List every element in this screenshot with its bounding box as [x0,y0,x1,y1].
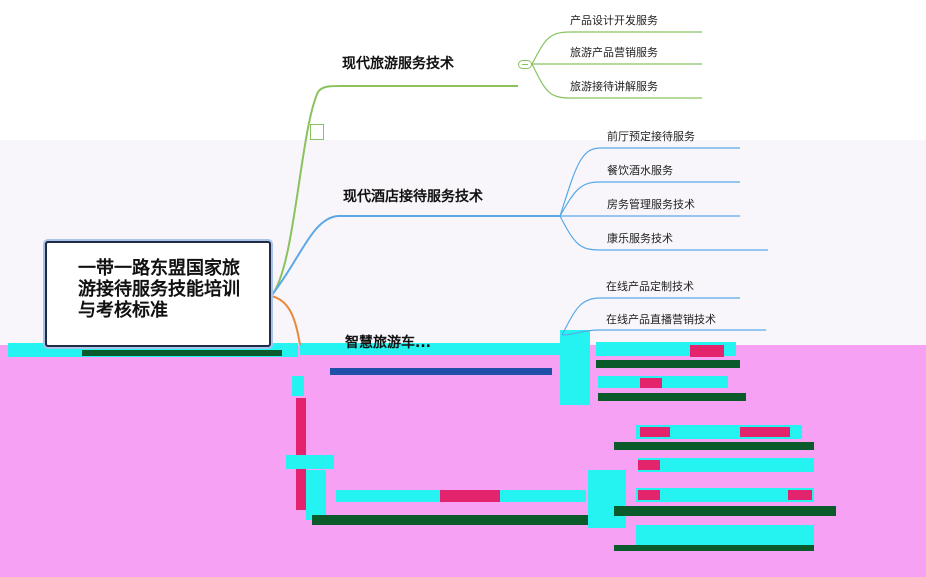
glitch-block [614,545,814,551]
glitch-block [640,378,662,388]
glitch-block [636,488,814,502]
glitch-block [690,345,724,357]
leaf-product-design[interactable]: 产品设计开发服务 [570,14,658,27]
connector-leaf-1-3 [531,63,702,99]
leaf-online-customization[interactable]: 在线产品定制技术 [606,280,694,293]
glitch-block [330,368,552,375]
glitch-block [638,490,660,500]
leaf-front-desk[interactable]: 前厅预定接待服务 [607,130,695,143]
connector-leaf-2-1 [559,147,740,217]
connector-leaf-2-4 [559,215,768,251]
glitch-block [440,490,500,502]
collapse-toggle-icon[interactable] [518,60,532,69]
connector-leaf-3-2 [561,329,766,336]
connector-branch-2 [270,215,560,297]
connector-branch-3 [270,295,301,346]
branch-label-modern-hotel[interactable]: 现代酒店接待服务技术 [343,189,483,205]
root-node[interactable] [45,241,271,347]
glitch-block [292,376,304,396]
glitch-block [596,360,740,368]
glitch-block [614,506,836,516]
glitch-block [598,376,728,388]
glitch-block [306,470,326,520]
glitch-block [560,330,590,405]
glitch-block [640,427,670,437]
glitch-block [788,490,812,500]
glitch-block [638,458,814,472]
glitch-block [598,393,746,401]
glitch-block [740,427,790,437]
branch-label-smart-tourism[interactable]: 智慧旅游车... [345,335,431,351]
glitch-block [296,398,306,510]
glitch-block [286,455,334,469]
leaf-online-livestream[interactable]: 在线产品直播营销技术 [606,313,716,326]
glitch-block [588,470,626,528]
glitch-mark [310,124,324,140]
leaf-housekeeping[interactable]: 房务管理服务技术 [607,198,695,211]
connector-leaf-2-2 [559,181,740,217]
glitch-block [614,442,814,450]
leaf-food-beverage[interactable]: 餐饮酒水服务 [607,164,673,177]
connector-leaf-1-1 [531,31,702,65]
root-node-label: 一带一路东盟国家旅游接待服务技能培训与考核标准 [78,258,240,321]
glitch-block [636,525,814,545]
branch-label-modern-tourism[interactable]: 现代旅游服务技术 [342,56,454,72]
leaf-reception-guiding[interactable]: 旅游接待讲解服务 [570,80,658,93]
leaf-recreation[interactable]: 康乐服务技术 [607,232,673,245]
glitch-block [82,350,282,356]
connector-branch-1 [270,85,518,297]
glitch-block [638,460,660,470]
glitch-block [312,515,588,525]
connector-leaf-3-1 [561,297,740,336]
glitch-block [300,343,570,355]
leaf-product-marketing[interactable]: 旅游产品营销服务 [570,46,658,59]
